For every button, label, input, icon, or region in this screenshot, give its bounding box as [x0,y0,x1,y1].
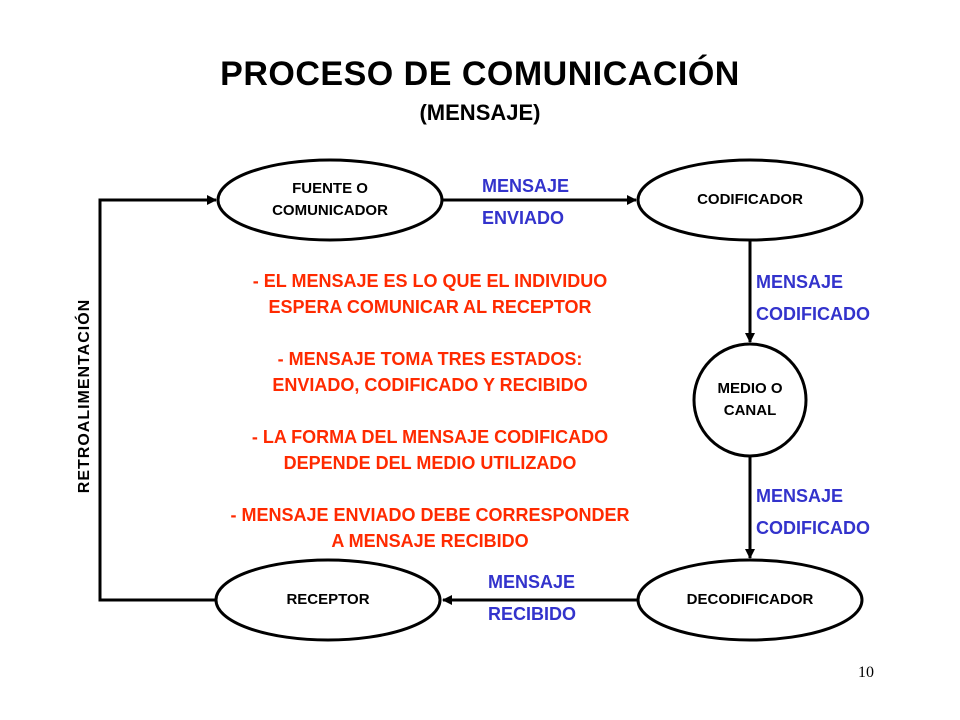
edge-label-enviado: MENSAJE ENVIADO [482,176,570,228]
node-receptor-shape [214,558,442,642]
node-decodificador-label: DECODIFICADOR [686,591,814,608]
arrow-feedback [98,195,217,602]
edge-label-codificado-1: MENSAJE CODIFICADO [756,272,870,324]
node-receptor-label: RECEPTOR [286,591,370,608]
node-codificador-label: CODIFICADOR [697,191,803,208]
note-item: - MENSAJE ENVIADO DEBE CORRESPONDER A ME… [230,505,630,551]
note-item: - LA FORMA DEL MENSAJE CODIFICADO DEPEND… [251,427,609,473]
notes-block: - EL MENSAJE ES LO QUE EL INDIVIDUO ESPE… [150,268,710,580]
page-number: 10 [858,664,874,681]
node-decodificador-shape [636,558,864,642]
note-item: - MENSAJE TOMA TRES ESTADOS: ENVIADO, CO… [272,349,588,395]
page-subtitle: (MENSAJE) [419,100,541,125]
edge-label-codificado-2: MENSAJE CODIFICADO [756,486,870,538]
feedback-label: RETROALIMENTACIÓN [76,298,93,494]
note-item: - EL MENSAJE ES LO QUE EL INDIVIDUO ESPE… [252,271,608,317]
page-title: PROCESO DE COMUNICACIÓN [220,55,740,93]
node-medio-label: MEDIO O CANAL [717,380,783,419]
edge-label-recibido: MENSAJE RECIBIDO [488,572,577,624]
node-fuente-label: FUENTE O COMUNICADOR [272,180,388,219]
node-fuente-shape [216,158,444,242]
